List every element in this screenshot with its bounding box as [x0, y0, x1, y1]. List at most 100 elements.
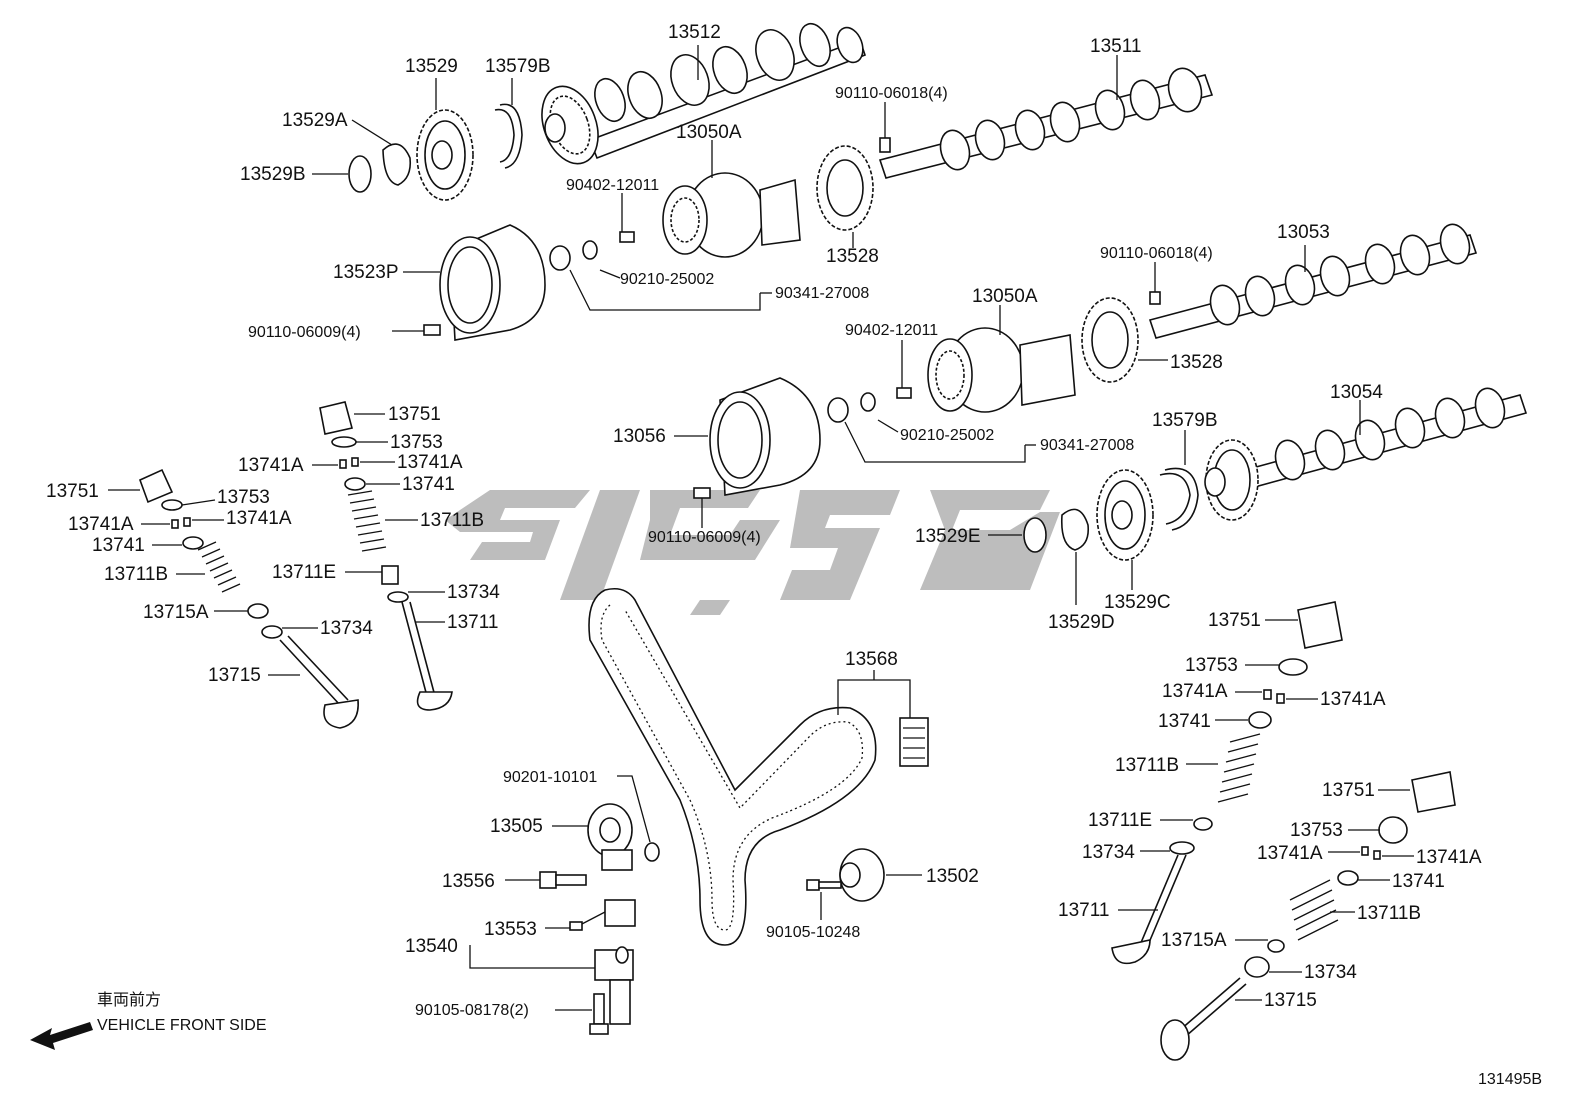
label-13512: 13512: [668, 22, 721, 43]
label-13056: 13056: [613, 426, 666, 447]
label-90402-12011-top: 90402-12011: [566, 177, 659, 194]
bolt-90402-12011-top: [619, 193, 635, 243]
label-13711-a: 13711: [447, 612, 498, 633]
label-13540: 13540: [405, 936, 458, 957]
bolt-13556: [539, 871, 587, 889]
sensor-13553: [569, 899, 636, 931]
pin-90201-10101: [617, 775, 660, 862]
idler-pulley-13502: [839, 848, 885, 902]
label-90341-27008-top: 90341-27008: [775, 285, 869, 302]
valve-assembly-c: [1111, 601, 1343, 965]
label-13711B-a: 13711B: [420, 510, 484, 531]
sprocket-13529C: [1096, 469, 1154, 561]
label-90210-25002-top: 90210-25002: [620, 271, 714, 288]
label-13741A-b1: 13741A: [68, 514, 134, 535]
bolt-90105-08178: [589, 993, 609, 1035]
ring-13579B-right: [1159, 467, 1199, 531]
clip-13529B: [348, 155, 372, 193]
valve-assembly-d: [1160, 771, 1456, 1061]
label-13741A-a2: 13741A: [397, 452, 463, 473]
label-13529B: 13529B: [240, 164, 306, 185]
label-13751-b: 13751: [46, 481, 99, 502]
camshaft-13054: [1204, 387, 1528, 521]
label-13741-b: 13741: [92, 535, 145, 556]
label-13711-c: 13711: [1058, 900, 1109, 921]
tensioner-pulley-13505: [587, 803, 633, 871]
label-13715-b: 13715: [208, 665, 261, 686]
label-13734-d: 13734: [1304, 962, 1357, 983]
label-13741A-d2: 13741A: [1416, 847, 1482, 868]
label-13050A-mid: 13050A: [972, 286, 1038, 307]
label-13741-d: 13741: [1392, 871, 1445, 892]
vvt-actuator-13050A-mid: [927, 327, 1076, 413]
label-13753-d: 13753: [1290, 820, 1343, 841]
label-90110-06018-top: 90110-06018(4): [835, 85, 948, 102]
label-90105-08178: 90105-08178(2): [415, 1002, 529, 1019]
bolt-90105-10248: [806, 879, 842, 920]
label-13711B-b: 13711B: [104, 564, 168, 585]
gear-13528-mid: [1081, 297, 1139, 383]
plate-13529D: [1060, 508, 1090, 551]
label-90105-10248: 90105-10248: [766, 924, 860, 941]
camshaft-13053: [1148, 223, 1478, 339]
valve-assembly-a: [319, 401, 453, 711]
label-13505: 13505: [490, 816, 543, 837]
label-13711E: 13711E: [272, 562, 336, 583]
bolt-washer-set-mid: [827, 392, 1036, 463]
label-13734-a: 13734: [447, 582, 500, 603]
label-13751-d: 13751: [1322, 780, 1375, 801]
label-13741-a: 13741: [402, 474, 455, 495]
label-13711B-d: 13711B: [1357, 903, 1421, 924]
label-13053: 13053: [1277, 222, 1330, 243]
label-13741A-b2: 13741A: [226, 508, 292, 529]
bolt-90110-06018-mid: [1149, 262, 1161, 305]
valve-assembly-b: [138, 468, 359, 729]
label-13741A-a1: 13741A: [238, 455, 304, 476]
sprocket-13529: [416, 109, 474, 201]
timing-belt-13568: [588, 587, 929, 946]
label-13556: 13556: [442, 871, 495, 892]
label-13529D: 13529D: [1048, 612, 1115, 633]
bolt-90110-06009-top: [392, 324, 441, 336]
label-13753-a: 13753: [390, 432, 443, 453]
bolt-90110-06009-mid: [693, 487, 711, 528]
label-13741A-c1: 13741A: [1162, 681, 1228, 702]
belt-tensioner-13540: [594, 946, 634, 1025]
label-13734-c: 13734: [1082, 842, 1135, 863]
vvt-actuator-13050A-top: [662, 172, 801, 258]
gear-13528-top: [816, 145, 874, 231]
label-13568: 13568: [845, 649, 898, 670]
camshaft-13512: [541, 22, 867, 165]
label-13741-c: 13741: [1158, 711, 1211, 732]
label-13511: 13511: [1090, 36, 1141, 57]
leader-13753-b: [181, 499, 216, 506]
clip-13529E: [1023, 517, 1047, 553]
ring-13579B-top: [494, 103, 523, 169]
label-13753-b: 13753: [217, 487, 270, 508]
label-13715-d: 13715: [1264, 990, 1317, 1011]
label-90110-06009-top: 90110-06009(4): [248, 324, 361, 341]
label-90110-06018-mid: 90110-06018(4): [1100, 245, 1213, 262]
pulley-13056: [709, 377, 821, 496]
label-13753-c: 13753: [1185, 655, 1238, 676]
label-13529E: 13529E: [915, 526, 981, 547]
figure-id: 131495B: [1478, 1071, 1542, 1088]
bolt-90110-06018-top: [879, 102, 891, 153]
label-13528-mid: 13528: [1170, 352, 1223, 373]
front-label-japanese: 車両前方: [97, 991, 161, 1009]
label-13715A-b: 13715A: [143, 602, 209, 623]
plate-13529A: [382, 143, 412, 186]
label-13529A: 13529A: [282, 110, 348, 131]
leader-13540: [469, 945, 595, 969]
bolt-90402-12011-mid: [896, 340, 912, 399]
pulley-13523P: [439, 224, 546, 341]
label-13579B-right: 13579B: [1152, 410, 1218, 431]
label-13050A-top: 13050A: [676, 122, 742, 143]
label-13741A-c2: 13741A: [1320, 689, 1386, 710]
label-13528-top: 13528: [826, 246, 879, 267]
watermark-logo: [445, 490, 1060, 615]
label-13054: 13054: [1330, 382, 1383, 403]
leader-13529A: [351, 119, 393, 146]
label-13751-a: 13751: [388, 404, 441, 425]
